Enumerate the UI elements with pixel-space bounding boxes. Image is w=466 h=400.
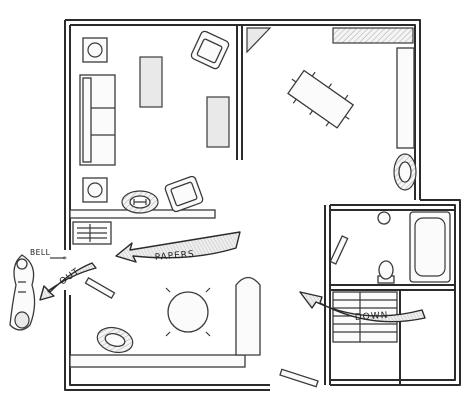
front-door-bottom [279,368,319,388]
kitchen [246,27,417,191]
side-table [206,96,230,148]
dog-bed-kitchen [393,153,417,191]
newspaper-tray [72,221,112,245]
bell-label: BELL [30,248,51,257]
round-table [165,287,211,337]
sofa [79,74,116,166]
entrance-door [84,277,116,299]
dog-bed-front [96,326,134,354]
bell-fixture: BELL * [9,248,67,331]
out-label: OUT [58,267,82,288]
exterior-walls [64,19,461,391]
papers-label: PAPERS [154,250,195,263]
pillar [235,276,261,356]
bathroom-door [329,235,349,265]
square-stool-bottom [82,177,108,203]
svg-text:*: * [63,255,67,264]
square-stool-top [82,37,108,63]
arrow-papers: PAPERS [115,231,241,263]
dining-table [287,69,355,129]
kitchen-counter-top [332,27,414,44]
living-room [79,30,230,214]
armchair-bottom [164,175,204,213]
kitchen-counter-side [396,47,415,149]
armchair-top [190,30,230,70]
bathtub [409,211,451,283]
bathroom [329,211,451,284]
corner-cabinet [246,27,272,54]
down-label: DOWN [355,311,389,323]
sink [377,211,391,225]
coffee-table [139,56,163,108]
toilet [377,260,395,284]
dog-bed-living [121,190,159,214]
arrow-down: DOWN [299,291,426,323]
